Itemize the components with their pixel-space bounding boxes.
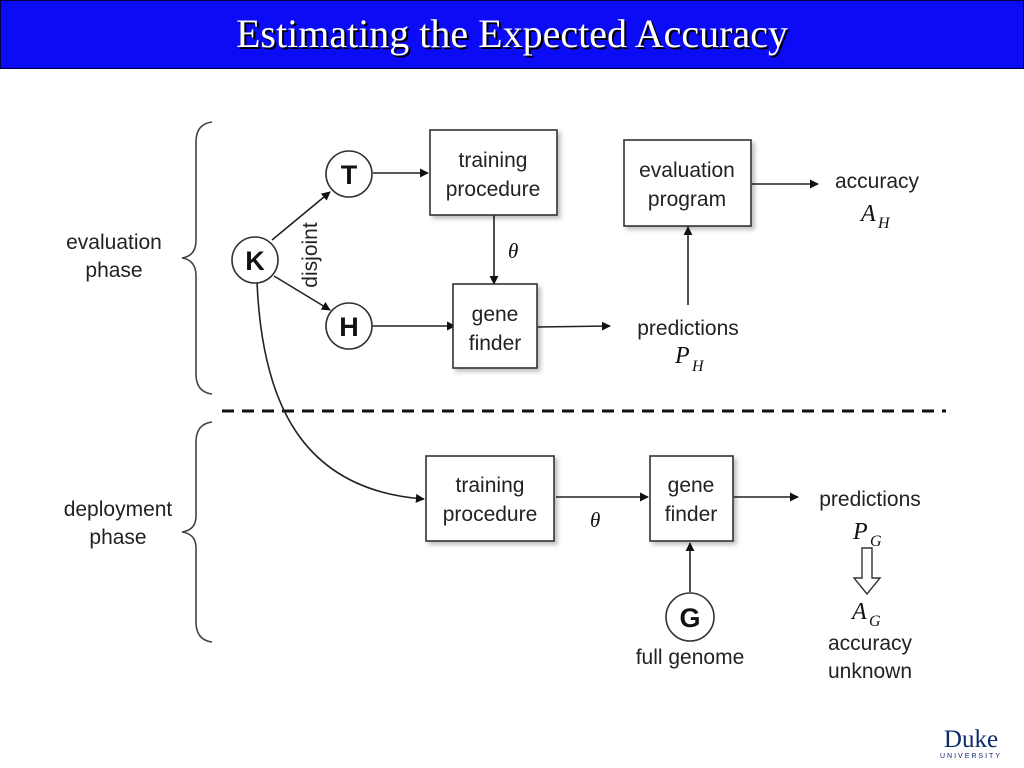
deploy-training-procedure-label-2: procedure: [443, 503, 538, 526]
deployment-phase-label-2: phase: [89, 526, 146, 549]
theta-label-deploy: θ: [590, 508, 600, 532]
edge-k-to-h: [273, 275, 331, 311]
gene-finder-box: gene finder: [452, 283, 538, 369]
evaluation-program-box: evaluation program: [623, 139, 752, 227]
evaluation-program-label-1: evaluation: [639, 159, 735, 182]
math-a-h-sub: H: [877, 215, 891, 232]
math-p-h: P H: [674, 343, 705, 375]
training-procedure-label-2: procedure: [446, 178, 541, 201]
node-t: T: [325, 150, 373, 198]
math-a-g-main: A: [850, 599, 867, 625]
math-p-g: P G: [852, 519, 882, 550]
full-genome-label: full genome: [636, 646, 745, 669]
evaluation-program-label-2: program: [648, 188, 726, 211]
deploy-gene-finder-label-1: gene: [668, 474, 715, 497]
deploy-gene-finder-box: gene finder: [649, 455, 734, 542]
title-bar: [0, 0, 1024, 69]
evaluation-phase-brace: [181, 121, 213, 395]
math-p-h-main: P: [674, 343, 690, 369]
edge-k-to-t: [271, 191, 331, 241]
deploy-gene-finder-label-2: finder: [665, 503, 718, 526]
accuracy-unknown-label-2: unknown: [828, 660, 912, 683]
predictions-label-deploy: predictions: [819, 488, 921, 511]
accuracy-unknown-label-1: accuracy: [828, 632, 913, 655]
node-h-label: H: [339, 312, 359, 342]
gene-finder-label-2: finder: [469, 332, 522, 355]
node-k: K: [231, 236, 279, 284]
evaluation-phase-label-2: phase: [85, 259, 142, 282]
accuracy-label: accuracy: [835, 170, 920, 193]
node-t-label: T: [341, 160, 358, 190]
deployment-phase-label-1: deployment: [64, 498, 173, 521]
training-procedure-label-1: training: [459, 149, 528, 172]
node-k-label: K: [245, 246, 265, 276]
math-a-h: A H: [859, 201, 891, 232]
node-h: H: [325, 302, 373, 350]
theta-label-eval: θ: [508, 239, 518, 263]
node-g: G: [665, 592, 715, 642]
math-a-g: A G: [850, 599, 881, 630]
deploy-training-procedure-box: training procedure: [425, 455, 555, 542]
edge-genefinder-to-predictions: [537, 321, 611, 331]
gene-finder-label-1: gene: [472, 303, 519, 326]
deploy-training-procedure-label-1: training: [456, 474, 525, 497]
node-g-label: G: [679, 603, 700, 633]
math-a-h-main: A: [859, 201, 876, 227]
math-p-h-sub: H: [691, 358, 705, 375]
training-procedure-box: training procedure: [429, 129, 558, 216]
math-p-g-main: P: [852, 519, 868, 545]
implies-arrow-icon: [852, 547, 882, 596]
evaluation-phase-label-1: evaluation: [66, 231, 162, 254]
deployment-phase-brace: [181, 421, 213, 643]
edge-k-to-deploy-training: [256, 281, 425, 503]
predictions-label-eval: predictions: [637, 317, 739, 340]
duke-logo-subtitle: UNIVERSITY: [939, 753, 1002, 760]
duke-logo: Duke: [943, 726, 999, 753]
math-a-g-sub: G: [869, 613, 881, 630]
math-p-g-sub: G: [870, 533, 882, 550]
slide-title: Estimating the Expected Accuracy: [235, 11, 788, 56]
disjoint-label: disjoint: [299, 222, 322, 288]
